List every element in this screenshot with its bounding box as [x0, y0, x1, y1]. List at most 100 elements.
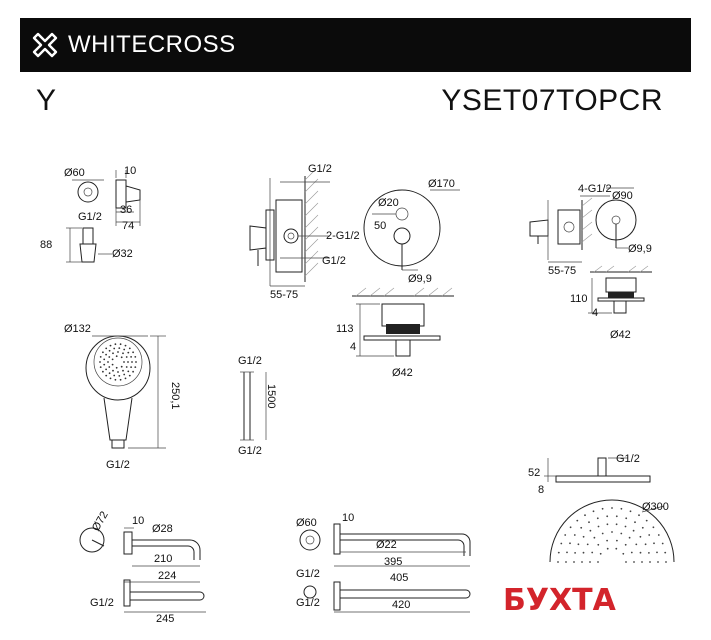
rain-nozzle-dot — [641, 526, 644, 529]
rain-nozzle-dot — [564, 534, 567, 536]
nozzle-dot — [117, 371, 119, 373]
nozzle-dot — [105, 353, 107, 356]
rain-nozzle-dot — [597, 543, 600, 546]
shower-arm-drawing: Ø60 10 Ø22 395 405 G1/2 G1/2 420 — [296, 512, 471, 613]
rain-nozzle-dot — [566, 551, 568, 554]
rain-nozzle-dot — [569, 542, 571, 545]
nozzle-dot — [134, 366, 137, 368]
holder-dim-10: 10 — [124, 165, 136, 177]
nozzle-dot — [128, 347, 131, 350]
hose-dim-length: 1500 — [265, 384, 277, 408]
nozzle-dot — [130, 356, 133, 358]
nozzle-dot — [124, 344, 127, 347]
nozzle-dot — [111, 358, 114, 361]
overhead-dim-d300: Ø300 — [642, 501, 669, 513]
rain-nozzle-dot — [592, 510, 595, 513]
nozzle-dot — [123, 348, 126, 351]
nozzle-dot — [113, 374, 116, 377]
rain-nozzle-dot — [588, 521, 590, 524]
nozzle-dot — [115, 366, 118, 369]
rain-nozzle-dot — [633, 561, 635, 563]
rain-nozzle-dot — [665, 561, 667, 563]
rain-nozzle-dot — [599, 552, 602, 555]
rain-nozzle-dot — [664, 551, 667, 554]
rain-nozzle-dot — [629, 510, 632, 513]
nozzle-dot — [111, 363, 114, 366]
rain-nozzle-dot — [635, 543, 638, 546]
spout-valve-dim-d90: Ø90 — [612, 190, 633, 202]
rain-nozzle-dot — [624, 525, 627, 528]
nozzle-dot — [105, 374, 108, 377]
rain-nozzle-dot — [625, 517, 628, 520]
rain-nozzle-dot — [638, 514, 640, 517]
rain-nozzle-dot — [634, 521, 636, 524]
rain-nozzle-dot — [644, 543, 647, 546]
spout-dim-224: 224 — [158, 570, 176, 582]
rain-nozzle-dot — [628, 536, 631, 539]
rain-nozzle-dot — [573, 534, 576, 536]
arm-dim-d22: Ø22 — [376, 539, 397, 551]
spout-valve-dim-4: 4 — [592, 307, 598, 319]
spout-dim-10: 10 — [132, 515, 144, 527]
rain-nozzle-dot — [630, 551, 633, 554]
rain-nozzle-dot — [589, 529, 592, 532]
nozzle-dot — [127, 351, 130, 354]
nozzle-dot — [132, 370, 135, 373]
concealed-valve-drawing: G1/2 2-G1/2 G1/2 55-75 — [249, 163, 360, 301]
rain-nozzle-dot — [577, 543, 580, 546]
holder-dim-d60: Ø60 — [64, 167, 85, 179]
nozzle-dot — [103, 358, 106, 361]
nozzle-dot — [108, 356, 111, 358]
rain-nozzle-dot — [557, 561, 559, 563]
nozzle-dot — [123, 361, 125, 363]
outlet-dim-4: 4 — [350, 341, 356, 353]
spout-valve-dim-d42: Ø42 — [610, 329, 631, 341]
nozzle-dot — [132, 351, 135, 354]
spout-dim-d28: Ø28 — [152, 523, 173, 535]
spout-valve-dim-110: 110 — [570, 293, 588, 305]
cover-dim-d99: Ø9,9 — [408, 273, 432, 285]
nozzle-dot — [120, 365, 123, 368]
valve-dim-g12-top: G1/2 — [308, 163, 332, 175]
bukhta-watermark-logo: БУХТА БУХТА — [501, 581, 620, 621]
rain-nozzle-dot — [648, 534, 651, 536]
rain-nozzle-dot — [582, 535, 585, 538]
rain-nozzle-dot — [573, 561, 575, 563]
nozzle-dot — [107, 361, 109, 363]
rain-nozzle-dot — [639, 551, 642, 554]
nozzle-dot — [108, 372, 111, 375]
outlet-dim-d42: Ø42 — [392, 367, 413, 379]
brand-name: WHITECROSS — [68, 31, 236, 58]
watermark-text: БУХТА — [503, 583, 617, 618]
outlet-dim-113: 113 — [336, 323, 354, 335]
nozzle-dot — [102, 370, 104, 373]
rain-nozzle-dot — [639, 535, 642, 538]
rain-nozzle-dot — [596, 517, 599, 520]
rain-nozzle-dot — [601, 532, 604, 535]
nozzle-dot — [127, 361, 129, 363]
shower-hose-drawing: G1/2 1500 G1/2 — [238, 355, 277, 457]
rain-nozzle-dot — [593, 536, 596, 539]
rain-nozzle-dot — [580, 526, 583, 529]
cover-dim-50: 50 — [374, 220, 386, 232]
rain-nozzle-dot — [622, 552, 625, 555]
rain-nozzle-dot — [625, 561, 627, 563]
rain-nozzle-dot — [581, 561, 583, 563]
rain-nozzle-dot — [657, 561, 659, 563]
cover-dim-d20: Ø20 — [378, 197, 399, 209]
rain-nozzle-dot — [589, 561, 591, 563]
hand-shower-drawing: Ø132 250,1 G1/2 — [64, 323, 181, 471]
holder-dim-g12: G1/2 — [78, 211, 102, 223]
valve-dim-2g12: 2-G1/2 — [326, 230, 360, 242]
rain-nozzle-dot — [648, 552, 650, 554]
rain-nozzle-dot — [557, 551, 560, 554]
spout-dim-d72: Ø72 — [90, 509, 111, 533]
rain-nozzle-dot — [560, 542, 563, 545]
rain-nozzle-dot — [601, 507, 604, 510]
spout-dim-210: 210 — [154, 553, 172, 565]
holder-dim-74: 74 — [122, 220, 134, 232]
rain-nozzle-dot — [597, 525, 600, 528]
rain-nozzle-dot — [620, 532, 623, 535]
rain-nozzle-dot — [615, 547, 618, 550]
nozzle-dot — [109, 377, 112, 380]
